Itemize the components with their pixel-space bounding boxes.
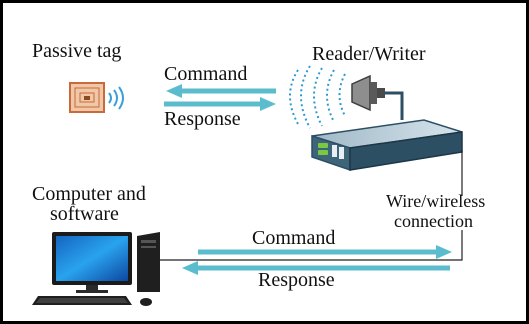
- bottom-command-arrow: [198, 245, 452, 259]
- connection-label-line2: connection: [394, 211, 473, 231]
- server-reader-icon: [311, 119, 463, 172]
- computer-label-line1: Computer and: [32, 183, 146, 205]
- reader-writer-label: Reader/Writer: [312, 43, 426, 65]
- top-response-label: Response: [164, 108, 241, 130]
- top-response-arrow: [164, 97, 276, 111]
- computer-icon: [32, 232, 160, 306]
- top-command-arrow: [166, 84, 276, 98]
- signal-waves-icon: [108, 86, 124, 110]
- bottom-command-label: Command: [252, 227, 336, 249]
- passive-tag-label: Passive tag: [32, 40, 122, 62]
- top-command-label: Command: [164, 63, 248, 85]
- bottom-response-label: Response: [258, 269, 335, 291]
- bottom-response-arrow: [182, 261, 450, 275]
- rfid-tag-icon: [69, 82, 105, 113]
- connection-label-line1: Wire/wireless: [386, 191, 486, 211]
- computer-label-line2: software: [50, 203, 119, 225]
- antenna-icon: [289, 65, 404, 129]
